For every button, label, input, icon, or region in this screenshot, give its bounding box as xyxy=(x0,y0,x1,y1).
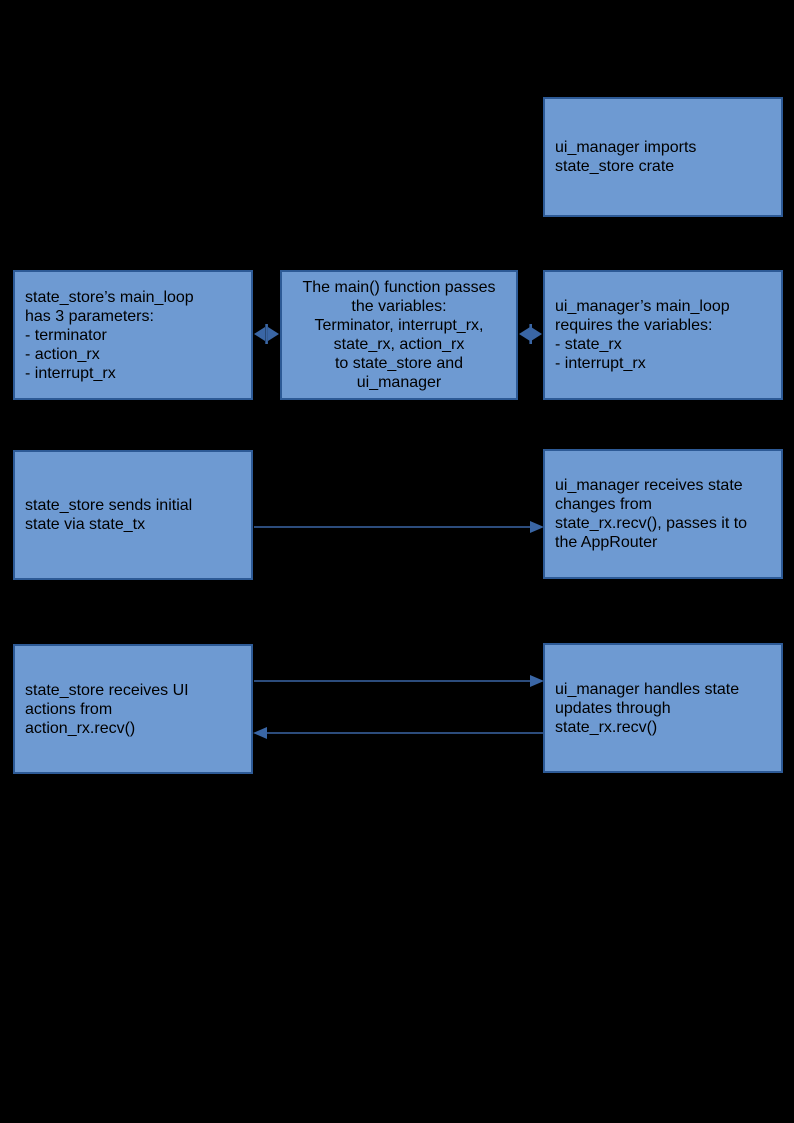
box-main-function-passes-variables: The main() function passes the variables… xyxy=(280,270,518,400)
box-state-store-sends-initial-state-label: state_store sends initial state via stat… xyxy=(25,497,193,533)
box-ui-manager-handles-state: ui_manager handles state updates through… xyxy=(543,643,783,773)
box-state-store-main-loop-label: state_store’s main_loop has 3 parameters… xyxy=(25,288,194,382)
arrow-state-updates xyxy=(253,727,543,739)
bidirectional-arrow-right xyxy=(519,324,542,344)
box-state-store-receives-ui-actions: state_store receives UI actions from act… xyxy=(13,644,253,774)
box-ui-manager-imports-label: ui_manager imports state_store crate xyxy=(555,139,697,175)
bidirectional-arrow-left xyxy=(254,324,279,344)
box-ui-manager-receives-state: ui_manager receives state changes from s… xyxy=(543,449,783,579)
arrow-initial-state xyxy=(254,521,544,533)
box-state-store-sends-initial-state: state_store sends initial state via stat… xyxy=(13,450,253,580)
box-state-store-receives-ui-actions-label: state_store receives UI actions from act… xyxy=(25,681,189,737)
box-state-store-main-loop: state_store’s main_loop has 3 parameters… xyxy=(13,270,253,400)
box-ui-manager-imports: ui_manager imports state_store crate xyxy=(543,97,783,217)
arrow-ui-actions xyxy=(254,675,544,687)
box-ui-manager-main-loop: ui_manager’s main_loop requires the vari… xyxy=(543,270,783,400)
box-main-function-passes-variables-label: The main() function passes the variables… xyxy=(302,279,496,391)
box-ui-manager-handles-state-label: ui_manager handles state updates through… xyxy=(555,680,740,736)
box-ui-manager-main-loop-label: ui_manager’s main_loop requires the vari… xyxy=(555,298,730,372)
box-ui-manager-receives-state-label: ui_manager receives state changes from s… xyxy=(555,477,748,551)
